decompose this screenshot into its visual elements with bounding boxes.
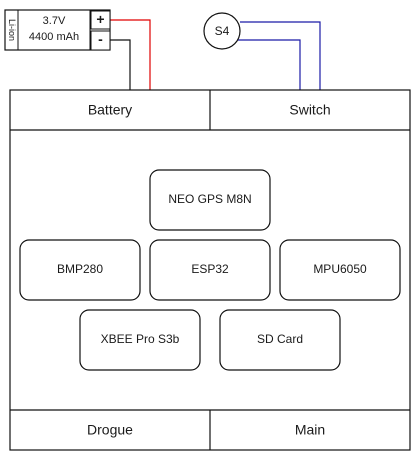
switch-wire-2 (235, 39, 301, 90)
module-box (219, 309, 341, 371)
drogue-section-label: Drogue (87, 422, 133, 438)
switch-section-label: Switch (289, 102, 330, 118)
switch-symbol: S4 (203, 12, 241, 50)
switch-wire-1 (240, 21, 321, 90)
switch-symbol-label: S4 (215, 24, 230, 38)
battery-chemistry-label: Li-ion (7, 19, 17, 41)
module-label: SD Card (257, 332, 303, 346)
battery-positive-wire (110, 19, 151, 90)
negative-terminal (90, 30, 111, 51)
battery-negative-wire (110, 39, 131, 90)
battery-capacity: 4400 mAh (29, 31, 79, 43)
module-label: ESP32 (191, 262, 229, 276)
module-neo-gps: NEO GPS M8N (149, 169, 271, 231)
negative-terminal-symbol: - (98, 31, 103, 47)
module-box (279, 239, 401, 301)
module-bmp280: BMP280 (19, 239, 141, 301)
module-mpu6050: MPU6050 (279, 239, 401, 301)
battery-pack: Li-ion 3.7V 4400 mAh + - (4, 9, 111, 51)
module-box (149, 169, 271, 231)
module-box (19, 239, 141, 301)
module-label: NEO GPS M8N (168, 192, 251, 206)
main-section-label: Main (295, 422, 325, 438)
flight-computer-board: Battery Switch Drogue Main (9, 89, 411, 451)
module-label: BMP280 (57, 262, 103, 276)
positive-terminal (90, 10, 111, 30)
switch-circle (203, 12, 241, 50)
module-box (149, 239, 271, 301)
battery-voltage: 3.7V (43, 15, 66, 27)
module-xbee: XBEE Pro S3b (79, 309, 201, 371)
module-esp32: ESP32 (149, 239, 271, 301)
module-label: XBEE Pro S3b (101, 332, 180, 346)
battery-section-label: Battery (88, 102, 132, 118)
module-label: MPU6050 (313, 262, 367, 276)
module-sd-card: SD Card (219, 309, 341, 371)
positive-terminal-symbol: + (96, 11, 104, 27)
module-box (79, 309, 201, 371)
